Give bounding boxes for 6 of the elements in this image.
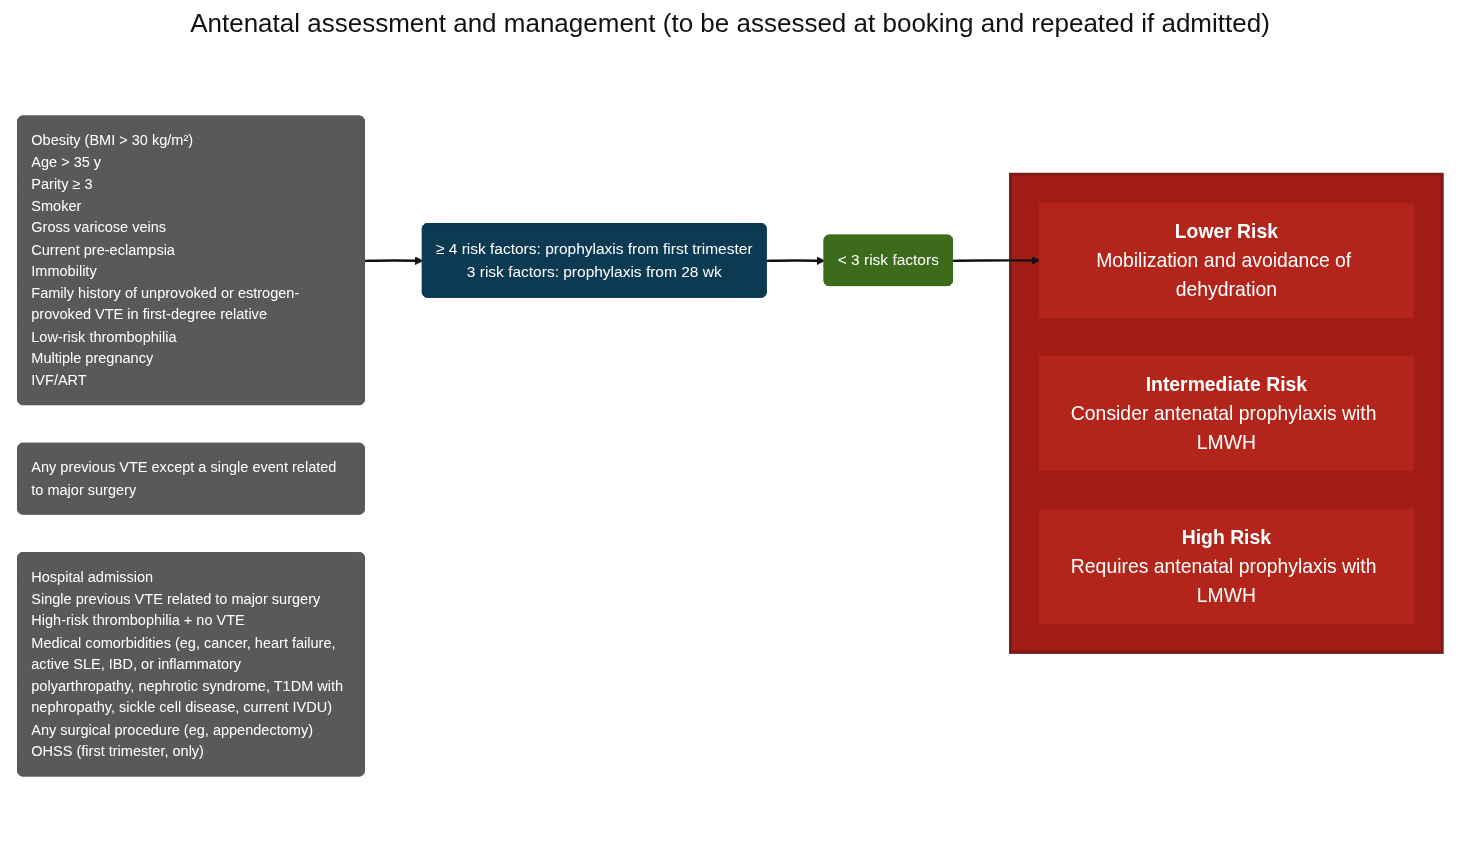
arrow [766,256,826,265]
node-box: Lower Risk Mobilization and avoidance of dehydration [1039,202,1414,318]
arrow [364,256,424,265]
arrow [952,256,1040,265]
cluster [1009,172,1444,654]
diagram-title: Antenatal assessment and management (to be assessed at booking and repeated if admitted) [190,8,1270,39]
